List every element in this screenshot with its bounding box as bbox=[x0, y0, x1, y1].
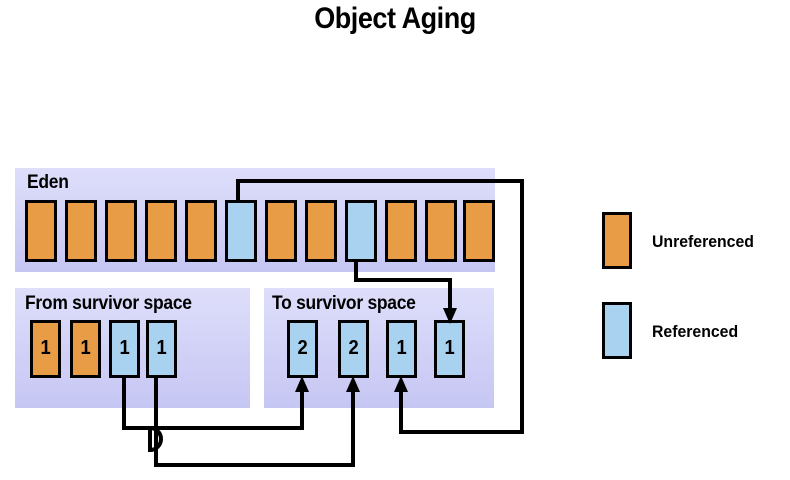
to-survivor-block-1-age: 2 bbox=[297, 337, 308, 359]
eden-block-1[interactable] bbox=[25, 200, 57, 262]
eden-block-5[interactable] bbox=[185, 200, 217, 262]
legend-swatch-unreferenced-icon bbox=[602, 212, 632, 269]
eden-block-7[interactable] bbox=[265, 200, 297, 262]
to-survivor-block-3[interactable]: 1 bbox=[386, 320, 417, 378]
from-survivor-block-1[interactable]: 1 bbox=[30, 320, 61, 378]
eden-block-11[interactable] bbox=[425, 200, 457, 262]
eden-block-4[interactable] bbox=[145, 200, 177, 262]
to-survivor-block-1[interactable]: 2 bbox=[287, 320, 318, 378]
from-survivor-block-1-age: 1 bbox=[40, 337, 51, 359]
from-survivor-block-4-age: 1 bbox=[156, 337, 167, 359]
from-survivor-block-2-age: 1 bbox=[80, 337, 91, 359]
from-survivor-block-3[interactable]: 1 bbox=[109, 320, 140, 378]
legend-label-referenced: Referenced bbox=[652, 322, 739, 341]
from-survivor-block-4[interactable]: 1 bbox=[146, 320, 177, 378]
eden-block-12[interactable] bbox=[463, 200, 495, 262]
eden-block-2[interactable] bbox=[65, 200, 97, 262]
region-from-survivor-space-label: From survivor space bbox=[25, 293, 192, 314]
to-survivor-block-2-age: 2 bbox=[348, 337, 359, 359]
from-survivor-block-2[interactable]: 1 bbox=[70, 320, 101, 378]
from-survivor-block-3-age: 1 bbox=[119, 337, 130, 359]
region-to-survivor-space-label: To survivor space bbox=[272, 293, 416, 314]
to-survivor-block-3-age: 1 bbox=[396, 337, 407, 359]
page-title: Object Aging bbox=[314, 2, 476, 35]
legend-swatch-referenced-icon bbox=[602, 302, 632, 359]
eden-block-3[interactable] bbox=[105, 200, 137, 262]
to-survivor-block-4-age: 1 bbox=[444, 337, 455, 359]
eden-block-10[interactable] bbox=[385, 200, 417, 262]
eden-block-9[interactable] bbox=[345, 200, 377, 262]
eden-block-6[interactable] bbox=[225, 200, 257, 262]
region-eden-label: Eden bbox=[27, 172, 69, 193]
to-survivor-block-2[interactable]: 2 bbox=[338, 320, 369, 378]
eden-block-8[interactable] bbox=[305, 200, 337, 262]
to-survivor-block-4[interactable]: 1 bbox=[434, 320, 465, 378]
legend-label-unreferenced: Unreferenced bbox=[652, 232, 754, 251]
